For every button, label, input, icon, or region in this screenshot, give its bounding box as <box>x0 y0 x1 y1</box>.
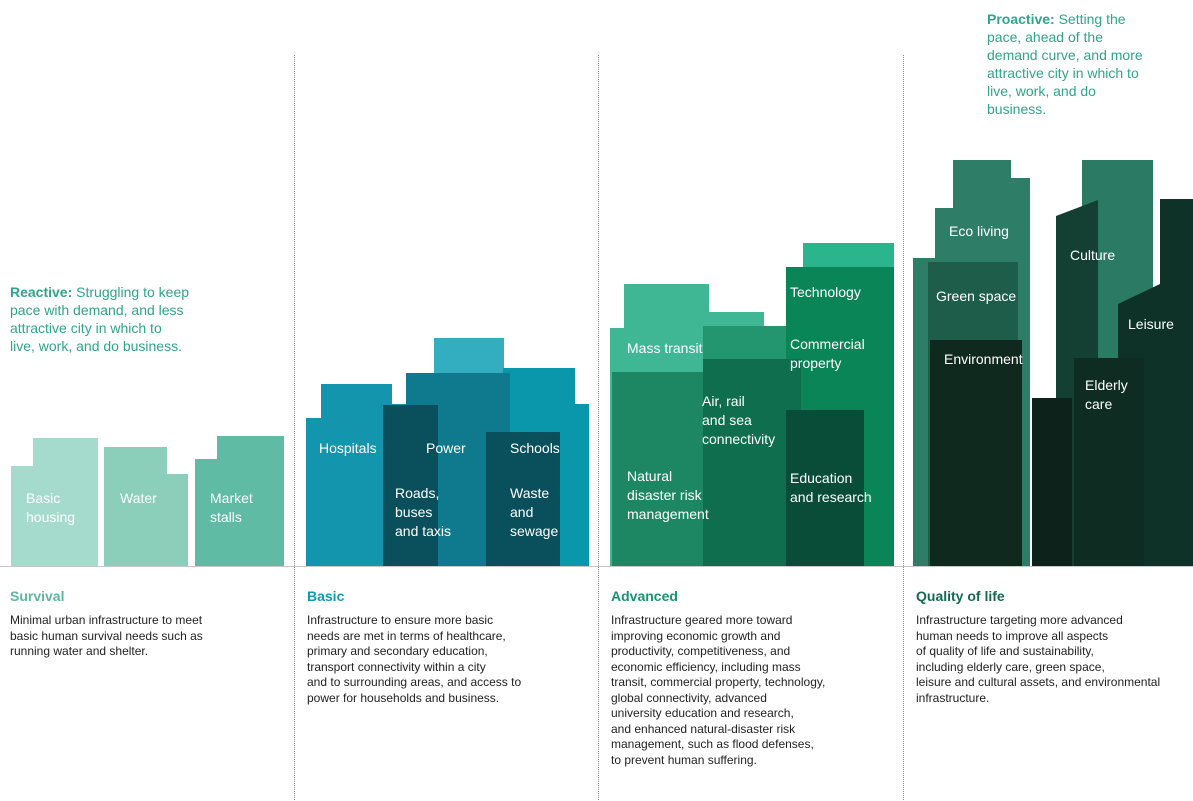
label-market-stalls: Market stalls <box>210 490 253 525</box>
separator <box>294 55 295 800</box>
quality-buildings <box>913 160 1193 566</box>
proactive-text: Setting the pace, ahead of the demand cu… <box>987 11 1143 117</box>
separator <box>903 55 904 800</box>
stage-title-survival: Survival <box>10 588 65 604</box>
label-environment: Environment <box>944 351 1023 367</box>
reactive-label: Reactive: <box>10 284 73 300</box>
separator <box>598 55 599 800</box>
building-roads <box>383 405 438 566</box>
building-waste <box>486 432 560 566</box>
label-commercial-property: Commercial property <box>790 336 865 371</box>
survival-buildings <box>11 436 284 566</box>
advanced-buildings <box>610 243 894 566</box>
label-waste: Waste and sewage <box>510 485 559 539</box>
label-education: Education and research <box>790 470 872 505</box>
label-natural-disaster: Natural disaster risk management <box>627 468 709 522</box>
reactive-note: Reactive: Struggling to keep pace with d… <box>10 283 190 355</box>
building-power-top <box>434 338 504 376</box>
label-air-rail-sea: Air, rail and sea connectivity <box>702 393 776 447</box>
stage-description-basic: Infrastructure to ensure more basic need… <box>307 613 522 705</box>
building-water <box>104 447 188 566</box>
label-water: Water <box>120 490 157 506</box>
building-basic-housing <box>11 438 98 566</box>
stage-title-basic: Basic <box>307 588 345 604</box>
building-center-dark <box>1032 398 1072 566</box>
label-culture: Culture <box>1070 247 1116 263</box>
label-elderly-care: Elderly care <box>1085 377 1128 412</box>
label-power: Power <box>426 440 466 456</box>
label-technology: Technology <box>790 284 861 300</box>
proactive-note: Proactive: Setting the pace, ahead of th… <box>987 10 1147 118</box>
label-hospitals: Hospitals <box>319 440 377 456</box>
stage-title-quality-of-life: Quality of life <box>916 588 1005 604</box>
building-air-rail-sea-dark <box>703 359 801 566</box>
proactive-label: Proactive: <box>987 11 1055 27</box>
reactive-text: Struggling to keep pace with demand, and… <box>10 284 190 354</box>
stage-description-advanced: Infrastructure geared more toward improv… <box>611 613 826 767</box>
building-environment <box>930 340 1022 566</box>
basic-buildings <box>306 338 589 566</box>
baseline <box>0 566 1193 567</box>
building-education <box>786 410 864 566</box>
building-technology-top <box>803 243 894 269</box>
stage-description-quality-of-life: Infrastructure targeting more advanced h… <box>916 613 1161 705</box>
building-elderly-care <box>1074 358 1144 566</box>
label-schools: Schools <box>510 440 560 456</box>
label-basic-housing: Basic housing <box>26 490 76 525</box>
stage-title-advanced: Advanced <box>611 588 678 604</box>
label-leisure: Leisure <box>1128 316 1174 332</box>
stage-description-survival: Minimal urban infrastructure to meet bas… <box>10 613 203 658</box>
label-roads: Roads, buses and taxis <box>395 485 452 539</box>
label-green-space: Green space <box>936 288 1017 304</box>
label-eco-living: Eco living <box>949 223 1009 239</box>
building-market-stalls <box>195 436 284 566</box>
label-mass-transit: Mass transit <box>627 340 703 356</box>
